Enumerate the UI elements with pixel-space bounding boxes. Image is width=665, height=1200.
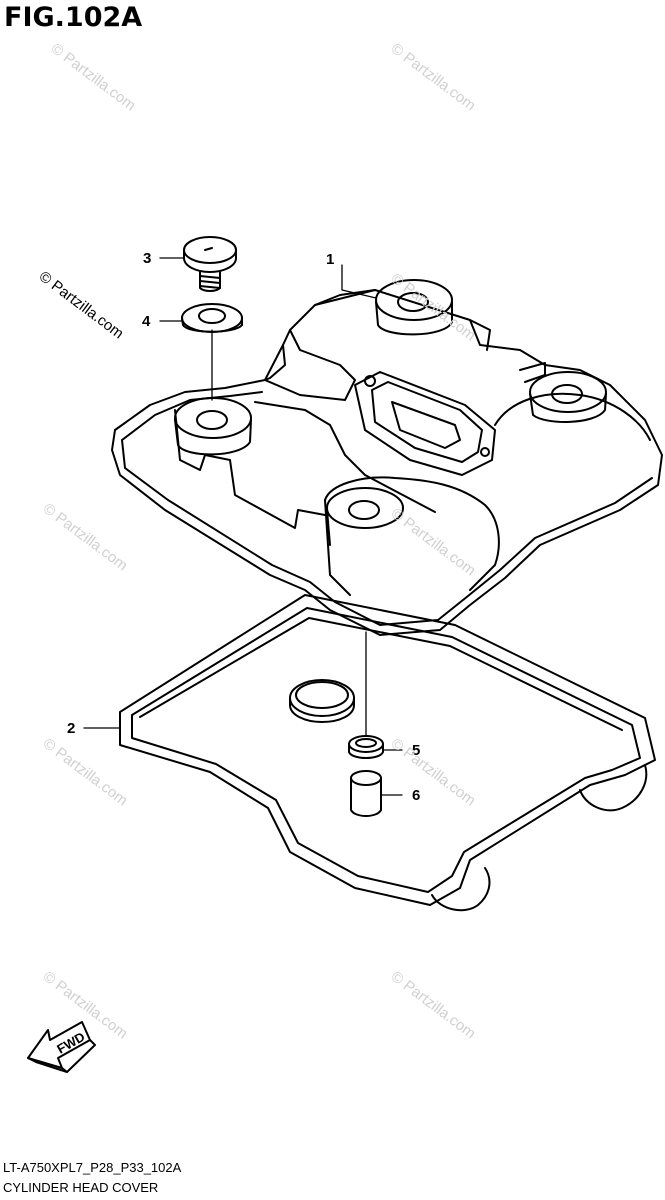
- leader-lines: [83, 257, 403, 796]
- callout-6: 6: [412, 787, 420, 804]
- cylinder-head-cover-part-1: [111, 289, 663, 636]
- callout-1: 1: [326, 251, 334, 268]
- callout-5: 5: [412, 742, 420, 759]
- seal-ring-part-5: [348, 735, 384, 759]
- bolt-boss-right: [529, 371, 607, 423]
- figure-title: FIG.102A: [4, 2, 143, 33]
- gasket-part-2: [119, 594, 656, 912]
- callout-4: 4: [142, 313, 151, 330]
- bolt-boss-front: [326, 487, 404, 546]
- diagram-caption: CYLINDER HEAD COVER: [3, 1180, 159, 1195]
- dowel-pin-part-6: [350, 770, 382, 817]
- bolt-boss-left: [174, 397, 252, 456]
- bolt-boss-rear-left: [375, 279, 453, 336]
- callout-3: 3: [143, 250, 151, 267]
- bolt-part-3: [183, 236, 237, 292]
- washer-part-4: [181, 303, 243, 333]
- forward-direction-arrow: [27, 1021, 96, 1073]
- callout-2: 2: [67, 720, 75, 737]
- diagram-code: LT-A750XPL7_P28_P33_102A: [3, 1160, 182, 1175]
- leader-1: [341, 264, 377, 299]
